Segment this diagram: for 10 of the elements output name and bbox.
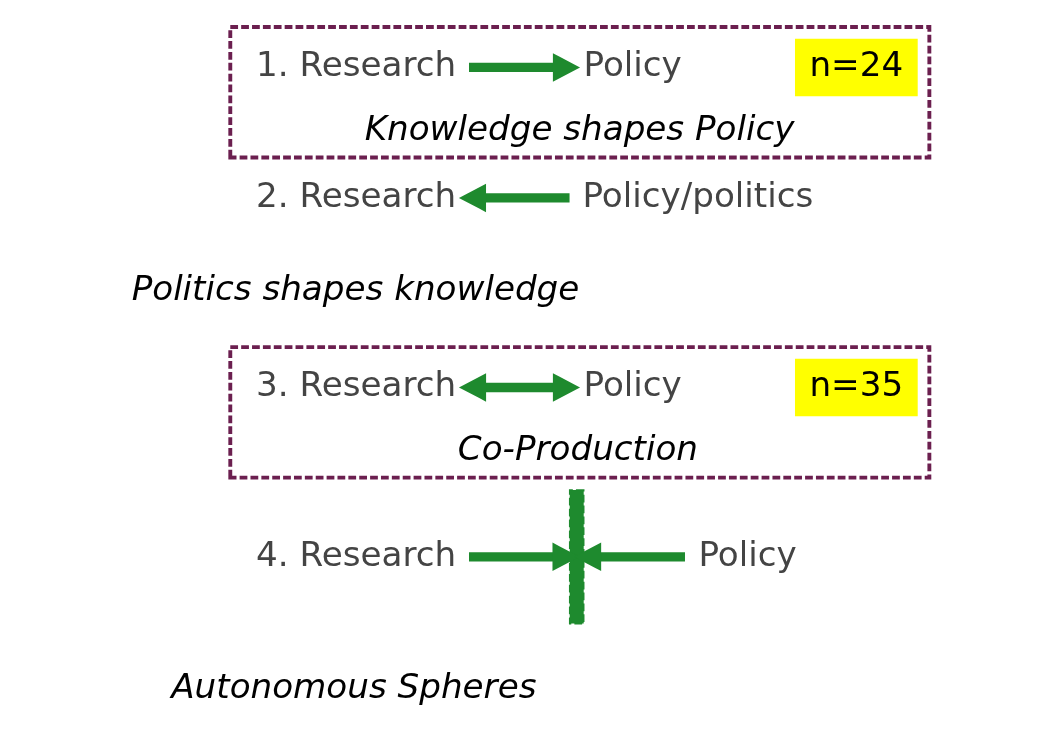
node-text: 3. Research bbox=[256, 364, 457, 405]
label: Autonomous Spheres bbox=[171, 665, 537, 706]
node-text: 1. Research bbox=[256, 44, 457, 85]
node-text: Policy bbox=[583, 44, 682, 85]
node-text: 2. Research bbox=[256, 174, 457, 215]
node-text: Policy bbox=[583, 364, 682, 405]
node-text: Policy/politics bbox=[582, 174, 814, 215]
label: Politics shapes knowledge bbox=[131, 267, 580, 308]
node-text: 4. Research bbox=[256, 533, 457, 574]
node-text: Policy bbox=[698, 533, 797, 574]
